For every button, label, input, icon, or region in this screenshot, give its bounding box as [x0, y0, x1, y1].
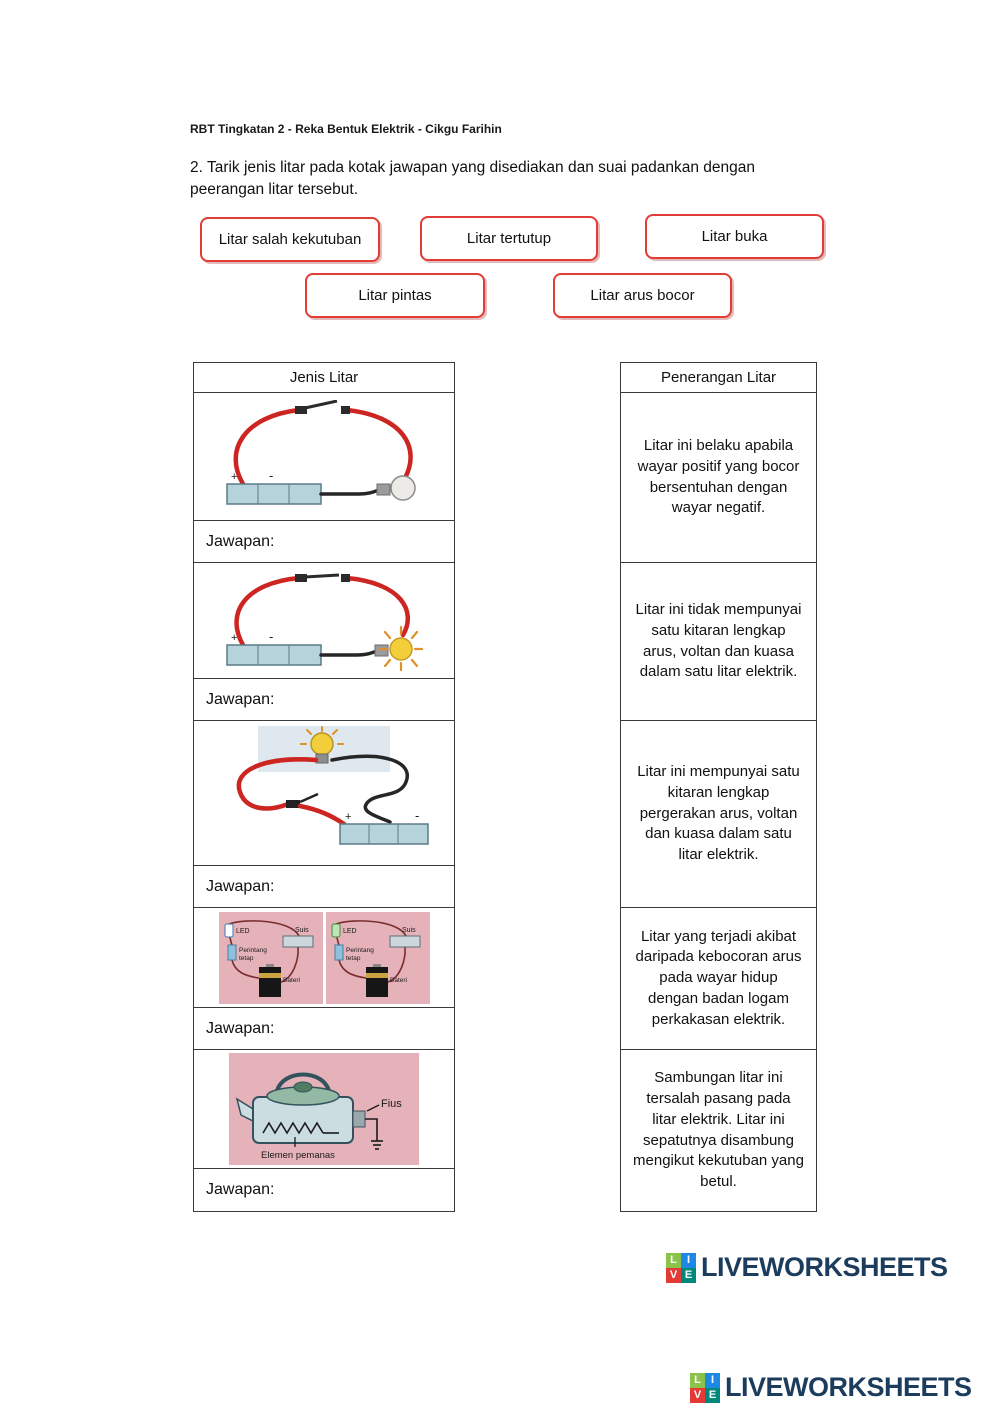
- jenis-litar-header: Jenis Litar: [194, 363, 454, 393]
- liveworksheets-icon: L I V E: [666, 1252, 696, 1283]
- jawapan-label: Jawapan:: [206, 532, 275, 550]
- svg-text:tetap: tetap: [239, 955, 254, 962]
- jawapan-drop-cell-4[interactable]: Jawapan:: [194, 1008, 454, 1050]
- answer-box-litar-tertutup[interactable]: Litar tertutup: [420, 216, 598, 261]
- logo-tile-i: I: [681, 1252, 696, 1268]
- penerangan-cell-2[interactable]: Litar ini tidak mempunyai satu kitaran l…: [621, 563, 816, 721]
- circuit-diagram-led-panels: LED Suis Perintang tetap Bateri: [194, 908, 454, 1008]
- svg-text:Bateri: Bateri: [390, 977, 407, 984]
- svg-text:Suis: Suis: [402, 927, 416, 934]
- penerangan-litar-table: Penerangan Litar Litar ini belaku apabil…: [620, 362, 817, 1212]
- svg-text:Suis: Suis: [295, 927, 309, 934]
- logo-tile-e: E: [705, 1387, 720, 1403]
- svg-text:Perintang: Perintang: [346, 947, 374, 954]
- penerangan-cell-3[interactable]: Litar ini mempunyai satu kitaran lengkap…: [621, 721, 816, 908]
- answer-box-litar-arus-bocor[interactable]: Litar arus bocor: [553, 273, 732, 318]
- svg-text:+: +: [231, 632, 237, 644]
- svg-text:Fius: Fius: [381, 1098, 402, 1110]
- jawapan-drop-cell-2[interactable]: Jawapan:: [194, 679, 454, 721]
- jawapan-drop-cell-1[interactable]: Jawapan:: [194, 521, 454, 563]
- logo-tile-i: I: [705, 1372, 720, 1388]
- short-circuit-icon: + -: [236, 726, 429, 845]
- logo-tile-l: L: [666, 1252, 681, 1268]
- penerangan-text: Litar ini tidak mempunyai satu kitaran l…: [635, 601, 802, 681]
- kettle-icon: Fius Elemen pemanas: [229, 1053, 419, 1165]
- logo-tile-v: V: [666, 1267, 681, 1283]
- logo-wordmark: LIVEWORKSHEETS: [701, 1252, 948, 1282]
- penerangan-text: Sambungan litar ini tersalah pasang pada…: [633, 1069, 804, 1190]
- jawapan-label: Jawapan:: [206, 1019, 275, 1037]
- jawapan-label: Jawapan:: [206, 690, 275, 708]
- penerangan-text: Litar yang terjadi akibat daripada keboc…: [635, 927, 802, 1028]
- svg-text:+: +: [231, 471, 237, 483]
- svg-text:Bateri: Bateri: [283, 977, 300, 984]
- answer-box-litar-buka[interactable]: Litar buka: [645, 214, 824, 259]
- circuit-diagram-closed-circuit: + -: [194, 563, 454, 679]
- answer-box-litar-pintas[interactable]: Litar pintas: [305, 273, 485, 318]
- svg-text:Perintang: Perintang: [239, 947, 267, 954]
- led-panel-right-icon: LED Suis Perintang tetap Bateri: [325, 911, 430, 1004]
- circuit-diagram-short-circuit: + -: [194, 721, 454, 866]
- penerangan-cell-5[interactable]: Sambungan litar ini tersalah pasang pada…: [621, 1050, 816, 1211]
- svg-text:+: +: [345, 811, 351, 823]
- logo-tile-e: E: [681, 1267, 696, 1283]
- penerangan-text: Litar ini mempunyai satu kitaran lengkap…: [637, 763, 800, 864]
- open-circuit-icon: + -: [226, 399, 416, 505]
- jawapan-label: Jawapan:: [206, 877, 275, 895]
- svg-text:Elemen pemanas: Elemen pemanas: [261, 1150, 335, 1161]
- jenis-litar-table: Jenis Litar + - Jawapan:: [193, 362, 455, 1212]
- svg-text:LED: LED: [343, 928, 357, 935]
- svg-text:LED: LED: [236, 928, 250, 935]
- logo-tile-v: V: [690, 1387, 705, 1403]
- answer-box-litar-salah-kekutuban[interactable]: Litar salah kekutuban: [200, 217, 380, 262]
- logo-tile-l: L: [690, 1372, 705, 1388]
- liveworksheets-logo-mid: L I V E LIVEWORKSHEETS: [666, 1252, 948, 1283]
- penerangan-cell-1[interactable]: Litar ini belaku apabila wayar positif y…: [621, 393, 816, 563]
- document-header: RBT Tingkatan 2 - Reka Bentuk Elektrik -…: [190, 122, 502, 136]
- svg-text:-: -: [269, 629, 273, 644]
- question-text: 2. Tarik jenis litar pada kotak jawapan …: [190, 159, 756, 198]
- jawapan-drop-cell-5[interactable]: Jawapan:: [194, 1169, 454, 1211]
- svg-text:tetap: tetap: [346, 955, 361, 962]
- circuit-diagram-kettle: Fius Elemen pemanas: [194, 1050, 454, 1169]
- penerangan-text: Litar ini belaku apabila wayar positif y…: [637, 437, 800, 517]
- liveworksheets-icon: L I V E: [690, 1372, 720, 1403]
- svg-text:-: -: [415, 808, 419, 823]
- led-panel-left-icon: LED Suis Perintang tetap Bateri: [218, 911, 323, 1004]
- jawapan-label: Jawapan:: [206, 1181, 275, 1198]
- circuit-diagram-open-circuit: + -: [194, 393, 454, 521]
- logo-wordmark: LIVEWORKSHEETS: [725, 1372, 972, 1402]
- penerangan-cell-4[interactable]: Litar yang terjadi akibat daripada keboc…: [621, 908, 816, 1050]
- penerangan-litar-header: Penerangan Litar: [621, 363, 816, 393]
- closed-circuit-icon: + -: [226, 573, 424, 671]
- svg-text:-: -: [269, 468, 273, 483]
- jawapan-drop-cell-3[interactable]: Jawapan:: [194, 866, 454, 908]
- liveworksheets-logo-footer: L I V E LIVEWORKSHEETS: [690, 1372, 972, 1403]
